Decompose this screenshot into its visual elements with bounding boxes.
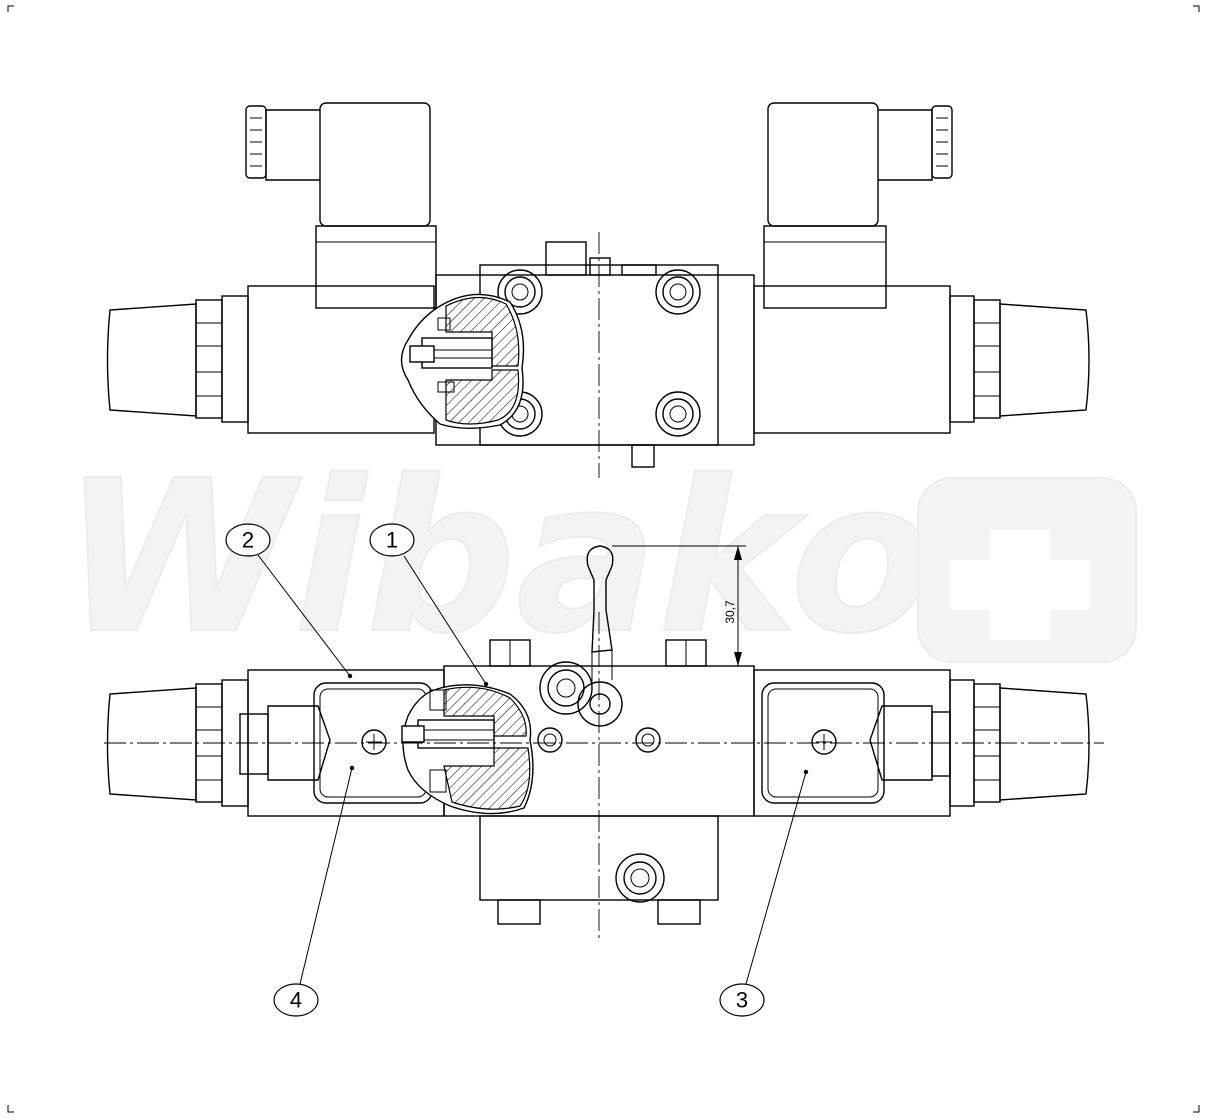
watermark-text: Wibako — [62, 435, 934, 680]
top-cutaway-section — [400, 293, 525, 429]
sheet-corner-marks — [7, 5, 1200, 1113]
manual-override-lever — [586, 545, 614, 682]
balloon-1: 1 — [369, 523, 415, 557]
balloon-2-label: 2 — [242, 528, 254, 553]
balloon-3-label: 3 — [736, 988, 748, 1013]
bottom-port-small-right — [635, 727, 661, 753]
balloon-2: 2 — [225, 523, 271, 557]
top-screw-1 — [497, 269, 543, 315]
leader-lines — [257, 554, 809, 985]
bottom-port-eye — [577, 681, 623, 727]
balloon-4-label: 4 — [290, 988, 302, 1013]
top-view — [106, 102, 1090, 478]
watermark: Wibako — [61, 434, 1137, 681]
bottom-port-small-left — [537, 727, 563, 753]
balloon-4: 4 — [273, 983, 319, 1017]
top-right-end-cap — [949, 295, 1090, 423]
top-screw-2 — [655, 269, 701, 315]
top-screw-4 — [655, 391, 701, 437]
height-dimension: 30,7 — [612, 545, 746, 667]
top-left-end-cap — [106, 295, 249, 423]
balloon-3: 3 — [719, 983, 765, 1017]
bottom-cutaway-section — [401, 684, 534, 815]
balloon-1-label: 1 — [386, 528, 398, 553]
dimension-value: 30,7 — [723, 600, 737, 624]
bottom-view — [104, 545, 1104, 940]
top-left-connector — [245, 102, 437, 309]
top-right-connector — [763, 102, 953, 309]
